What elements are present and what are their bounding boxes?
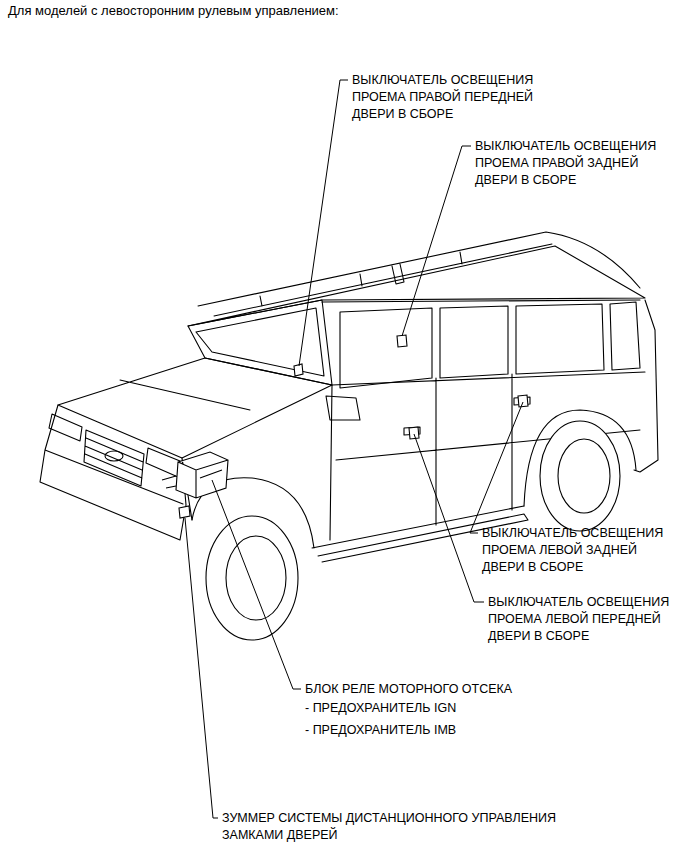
components [162, 335, 528, 518]
grille [84, 430, 144, 486]
door-switch [409, 427, 419, 439]
part-label: БЛОК РЕЛЕ МОТОРНОГО ОТСЕКА [305, 681, 512, 698]
page-heading: Для моделей с левосторонним рулевым упра… [8, 3, 339, 19]
door-switch [294, 364, 303, 376]
front-tire [206, 516, 298, 640]
body-side [322, 300, 658, 540]
front-face [40, 405, 192, 540]
leader-line [470, 402, 523, 533]
mirror [326, 396, 360, 420]
door-handles [404, 397, 530, 435]
rear-rim [558, 439, 610, 513]
relay-block-detail [162, 470, 222, 488]
leader-lines [185, 80, 523, 818]
part-label: ВЫКЛЮЧАТЕЛЬ ОСВЕЩЕНИЯ ПРОЕМА ЛЕВОЙ ЗАДНЕ… [482, 525, 682, 576]
part-label: ВЫКЛЮЧАТЕЛЬ ОСВЕЩЕНИЯ ПРОЕМА ПРАВОЙ ПЕРЕ… [352, 72, 564, 123]
front-rim [226, 536, 286, 620]
headlights [49, 414, 180, 477]
buzzer [179, 506, 190, 518]
part-label: ВЫКЛЮЧАТЕЛЬ ОСВЕЩЕНИЯ ПРОЕМА ЛЕВОЙ ПЕРЕД… [488, 594, 688, 645]
leader-line [414, 434, 484, 602]
leader-line [212, 480, 301, 689]
leader-line [299, 80, 348, 366]
part-label: - ПРЕДОХРАНИТЕЛЬ IMB [305, 722, 456, 739]
leader-line [402, 146, 471, 336]
part-label: - ПРЕДОХРАНИТЕЛЬ IGN [305, 700, 456, 717]
roof-rack [198, 232, 640, 316]
emblem [105, 451, 123, 461]
part-label: ВЫКЛЮЧАТЕЛЬ ОСВЕЩЕНИЯ ПРОЕМА ПРАВОЙ ЗАДН… [475, 138, 683, 189]
windshield [188, 300, 332, 385]
roof [188, 246, 645, 326]
door-switch [397, 335, 407, 347]
part-label: ЗУММЕР СИСТЕМЫ ДИСТАНЦИОННОГО УПРАВЛЕНИЯ… [222, 810, 612, 844]
door-switch [518, 395, 528, 407]
relay-block [176, 452, 228, 498]
leader-line [185, 518, 218, 818]
rear-tire [540, 421, 620, 531]
side-windows [340, 302, 640, 388]
vehicle-body [40, 232, 658, 562]
